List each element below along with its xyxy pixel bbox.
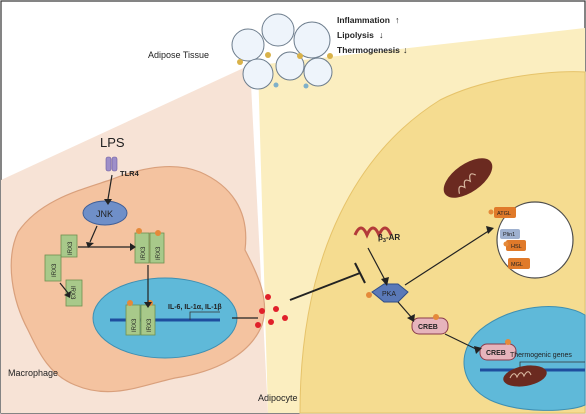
hsl-badge [506, 240, 526, 251]
effects-list: Inflammation ↑ Lipolysis ↓ Thermogenesis… [337, 15, 408, 55]
beta3-ar-label: β3-AR [378, 233, 400, 244]
lps-label: LPS [100, 135, 125, 150]
creb-box [411, 317, 449, 335]
thermogenesis-label: Thermogenesis [337, 45, 400, 55]
adipose-tissue-label: Adipose Tissue [148, 50, 209, 60]
irx3-label: IRX3 [141, 246, 147, 260]
inflammation-label: Inflammation [337, 15, 390, 25]
adipocyte-nucleus [463, 306, 586, 411]
arrowheads [64, 199, 152, 308]
jnk-kinase [82, 200, 128, 226]
adipocyte-label: Adipocyte [258, 393, 298, 403]
mgl-badge [508, 258, 530, 269]
pathway-arrows [59, 174, 258, 319]
mgl-label: MGL [511, 262, 523, 268]
cytokine-dots [255, 294, 288, 328]
adipocyte-arrows [367, 229, 491, 351]
irx3-box-nuclear-1 [125, 304, 141, 336]
inflammation-arrow: ↑ [395, 15, 400, 25]
irx3-box-lower [44, 254, 62, 282]
irx3-label: IRX3 [147, 318, 153, 332]
thermogenic-genes-label: Thermogenic genes [510, 352, 572, 359]
irx3-label: IRX3 [156, 246, 162, 260]
creb-nuclear-box [479, 343, 517, 361]
macrophage-label: Macrophage [8, 368, 58, 378]
irx3-box-phospho-1 [134, 232, 150, 264]
adipose-tissue-icon [231, 13, 333, 90]
plin1-badge [500, 229, 520, 239]
irx3-box-cytoplasm [60, 234, 78, 258]
transcription-arrow [189, 311, 220, 320]
mitochondria-icon [443, 158, 493, 198]
beta3-ar-receptor-icon [353, 226, 393, 239]
irx3-box-translocating [65, 279, 83, 307]
lipolysis-label: Lipolysis [337, 30, 374, 40]
cytokines-label: IL-6, IL-1α, IL-1β [168, 304, 222, 311]
hsl-label: HSL [511, 244, 522, 250]
creb-label: CREB [418, 324, 438, 331]
phosphate-markers [127, 209, 511, 345]
irx3-label: IRX3 [52, 263, 58, 277]
thermogenesis-arrow: ↓ [403, 45, 408, 55]
inhibition-line [289, 262, 366, 301]
creb-nuclear-label: CREB [486, 350, 506, 357]
lipolysis-arrow: ↓ [379, 30, 384, 40]
plin1-label: Plin1 [503, 232, 515, 238]
pka-label: PKA [382, 291, 396, 298]
irx3-label: IRX3 [68, 241, 74, 255]
tlr4-label: TLR4 [120, 169, 140, 178]
atgl-label: ATGL [497, 211, 511, 217]
mitochondria-icon [503, 365, 547, 387]
pka-hexagon [371, 283, 409, 303]
atgl-badge [494, 207, 516, 218]
irx3-label: IRX3 [132, 318, 138, 332]
adipocyte-arrowheads [381, 226, 494, 354]
jnk-label: JNK [96, 209, 113, 219]
tlr4-receptor-icon [105, 156, 118, 172]
irx3-label-rotated: IRX3 [69, 286, 75, 300]
macrophage-nucleus [92, 277, 238, 359]
